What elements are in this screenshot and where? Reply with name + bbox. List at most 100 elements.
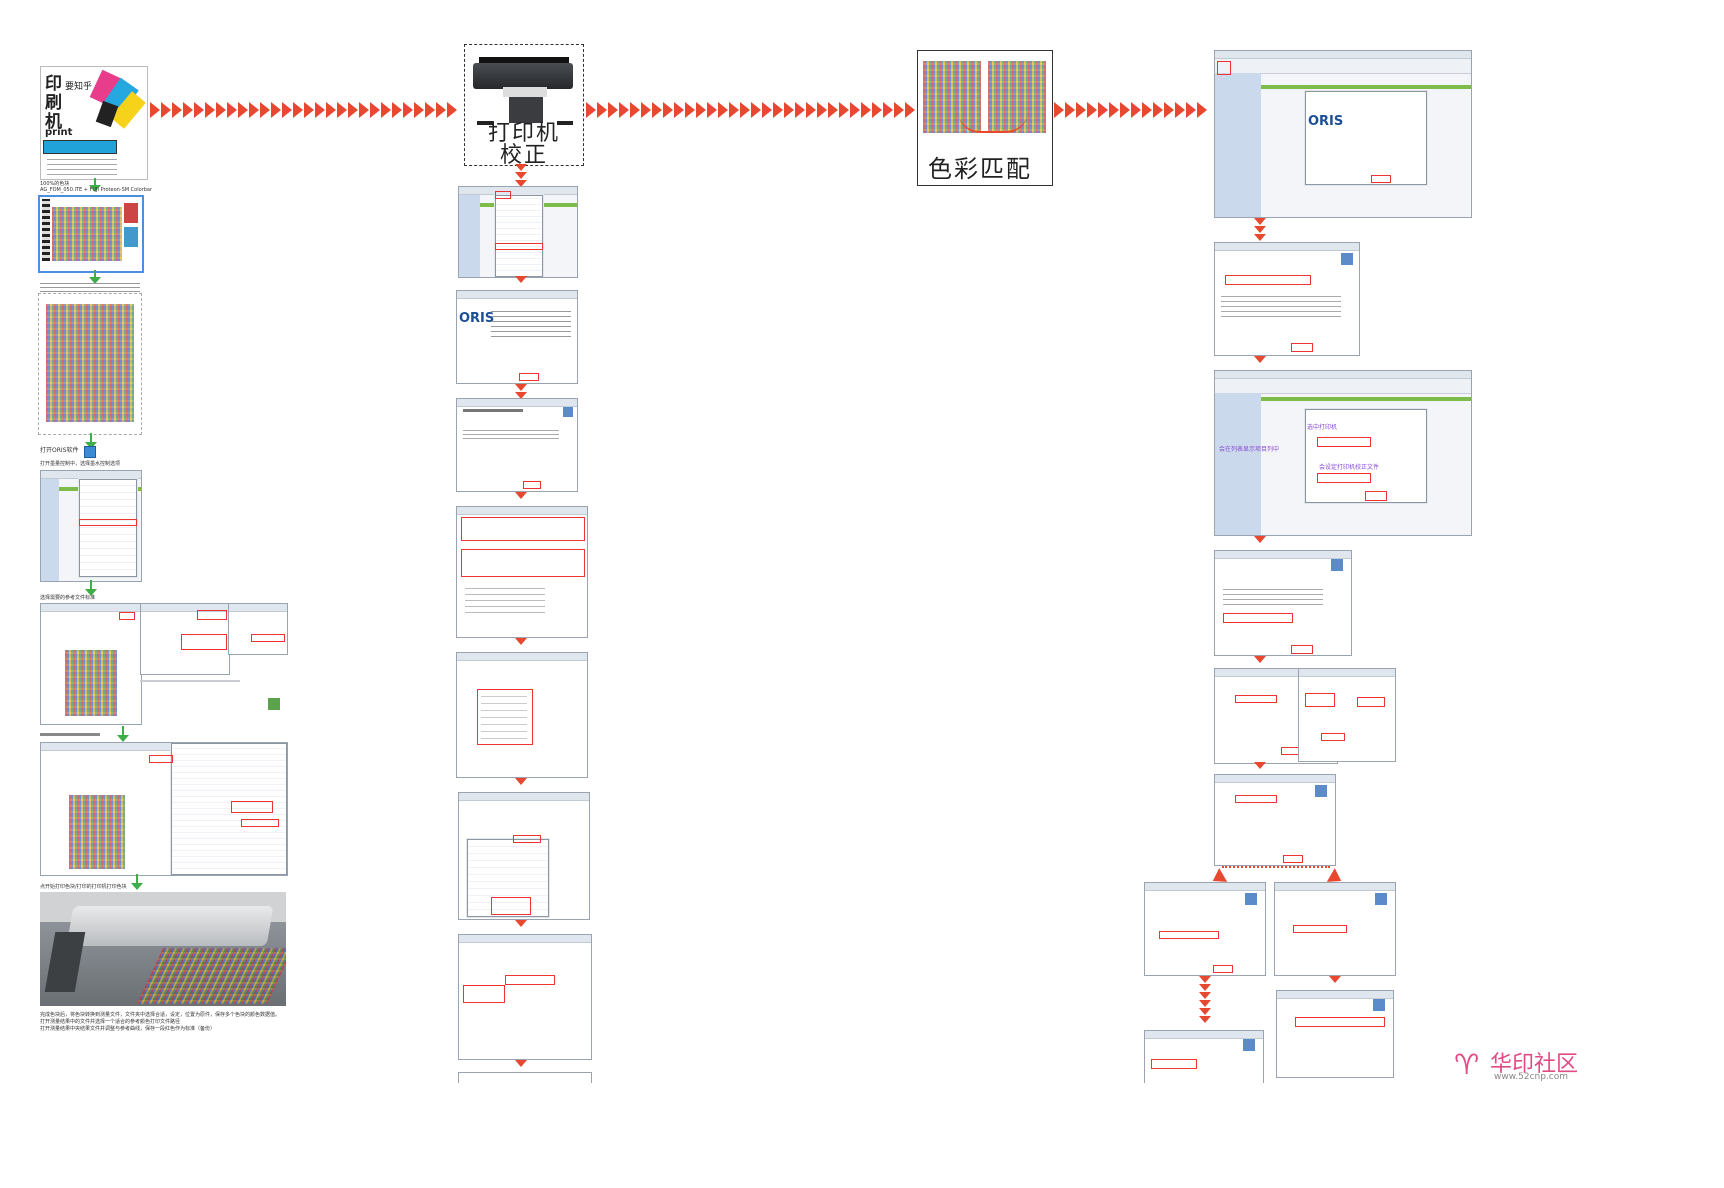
chevron-right-icon <box>304 102 314 118</box>
chevron-right-icon <box>161 102 171 118</box>
right-down-arrows-4 <box>1253 656 1267 670</box>
chevron-down-icon <box>515 492 527 499</box>
oris-menu-screenshot <box>40 470 142 582</box>
chevron-right-icon <box>1131 102 1141 118</box>
mid-down-arrows-2 <box>514 276 528 290</box>
chevron-down-icon <box>515 180 527 187</box>
chevron-right-icon <box>762 102 772 118</box>
mid-down-arrows-7 <box>514 920 528 934</box>
chevron-down-icon <box>1254 218 1266 225</box>
flow-arrows-3 <box>1054 98 1212 122</box>
chevron-down-icon <box>515 392 527 399</box>
logo-title-char-1: 印 <box>45 74 62 94</box>
chevron-down-icon <box>515 172 527 179</box>
mid-down-arrows-8 <box>514 1060 528 1074</box>
chevron-right-icon <box>1065 102 1075 118</box>
chevron-right-icon <box>172 102 182 118</box>
chevron-right-icon <box>370 102 380 118</box>
green-arrow-2 <box>89 270 101 284</box>
chevron-right-icon <box>194 102 204 118</box>
chevron-down-icon <box>1254 226 1266 233</box>
printer-settings-dialog-3 <box>458 792 590 920</box>
printer-settings-dialog-2 <box>456 652 588 778</box>
chevron-right-icon <box>271 102 281 118</box>
chevron-right-icon <box>1120 102 1130 118</box>
chevron-right-icon <box>326 102 336 118</box>
chevron-right-icon <box>751 102 761 118</box>
logo-subtitle: 要知乎 <box>65 82 93 92</box>
chevron-right-icon <box>1164 102 1174 118</box>
chevron-down-icon <box>1199 1008 1211 1015</box>
chevron-right-icon <box>260 102 270 118</box>
chevron-right-icon <box>641 102 651 118</box>
chevron-down-icon <box>515 920 527 927</box>
right-down-arrows-2 <box>1253 356 1267 370</box>
instrument-options-dialog <box>1298 668 1396 762</box>
logo-english: print <box>45 127 73 138</box>
chevron-right-icon <box>696 102 706 118</box>
chevron-right-icon <box>586 102 596 118</box>
chevron-right-icon <box>905 102 915 118</box>
printer-settings-dialog-5 <box>458 1072 592 1083</box>
chevron-right-icon <box>630 102 640 118</box>
right-down-arrows-7 <box>1328 976 1342 990</box>
chevron-right-icon <box>817 102 827 118</box>
oris-corner-screenshot <box>240 678 286 718</box>
chevron-right-icon <box>729 102 739 118</box>
chevron-right-icon <box>773 102 783 118</box>
chevron-right-icon <box>685 102 695 118</box>
chevron-right-icon <box>227 102 237 118</box>
printer-settings-dialog-4 <box>458 934 592 1060</box>
ink-settings-caption: 打开墨量控制中，选择墨水控制选项 <box>40 461 121 467</box>
result-dialog-right <box>1274 882 1396 976</box>
chevron-right-icon <box>806 102 816 118</box>
chevron-right-icon <box>249 102 259 118</box>
chevron-right-icon <box>381 102 391 118</box>
chevron-down-icon <box>1199 1000 1211 1007</box>
chevron-right-icon <box>839 102 849 118</box>
green-arrow-1 <box>89 178 101 192</box>
mid-down-arrows-5 <box>514 638 528 652</box>
chevron-right-icon <box>293 102 303 118</box>
chevron-right-icon <box>740 102 750 118</box>
chevron-right-icon <box>205 102 215 118</box>
chevron-right-icon <box>403 102 413 118</box>
chevron-down-icon <box>1254 762 1266 769</box>
printer-calibration-card: 打印机 校正 <box>464 44 584 168</box>
chevron-down-icon <box>1199 984 1211 991</box>
chevron-right-icon <box>597 102 607 118</box>
gray-separator <box>140 680 286 682</box>
chevron-down-icon <box>515 384 527 391</box>
right-down-arrows-5 <box>1253 762 1267 774</box>
mid-down-arrows-3 <box>514 384 528 400</box>
select-target-caption: 选择需要的参考文件标准 <box>40 595 96 601</box>
watermark-url: www.52cnp.com <box>1494 1072 1569 1082</box>
chevron-right-icon <box>1076 102 1086 118</box>
right-down-arrows-3 <box>1253 536 1267 550</box>
chevron-right-icon <box>183 102 193 118</box>
oris-app-icon <box>84 446 96 458</box>
chevron-right-icon <box>1175 102 1185 118</box>
chevron-right-icon <box>663 102 673 118</box>
chevron-right-icon <box>850 102 860 118</box>
color-chart-preview <box>38 293 142 435</box>
color-matching-label: 色彩匹配 <box>928 155 1032 183</box>
chevron-down-icon <box>1329 976 1341 983</box>
logo-footnote-lines <box>47 157 117 175</box>
chevron-down-icon <box>1254 656 1266 663</box>
chevron-down-icon <box>1199 976 1211 983</box>
chevron-down-icon <box>515 638 527 645</box>
chevron-right-icon <box>359 102 369 118</box>
final-dialog <box>1144 1030 1264 1083</box>
chevron-right-icon <box>883 102 893 118</box>
match-arrow-icon <box>958 111 1028 133</box>
printer-calibration-label: 打印机 校正 <box>487 121 560 168</box>
reference-dialog-screenshot <box>40 603 142 725</box>
printer-settings-dialog-1 <box>456 506 588 638</box>
chevron-right-icon <box>1087 102 1097 118</box>
oris-logo: ORIS <box>459 311 495 326</box>
calibration-wizard-dialog <box>456 398 578 492</box>
color-matching-card: 色彩匹配 <box>917 50 1053 186</box>
logo-title-char-3: 机 <box>45 112 62 132</box>
chevron-right-icon <box>1153 102 1163 118</box>
